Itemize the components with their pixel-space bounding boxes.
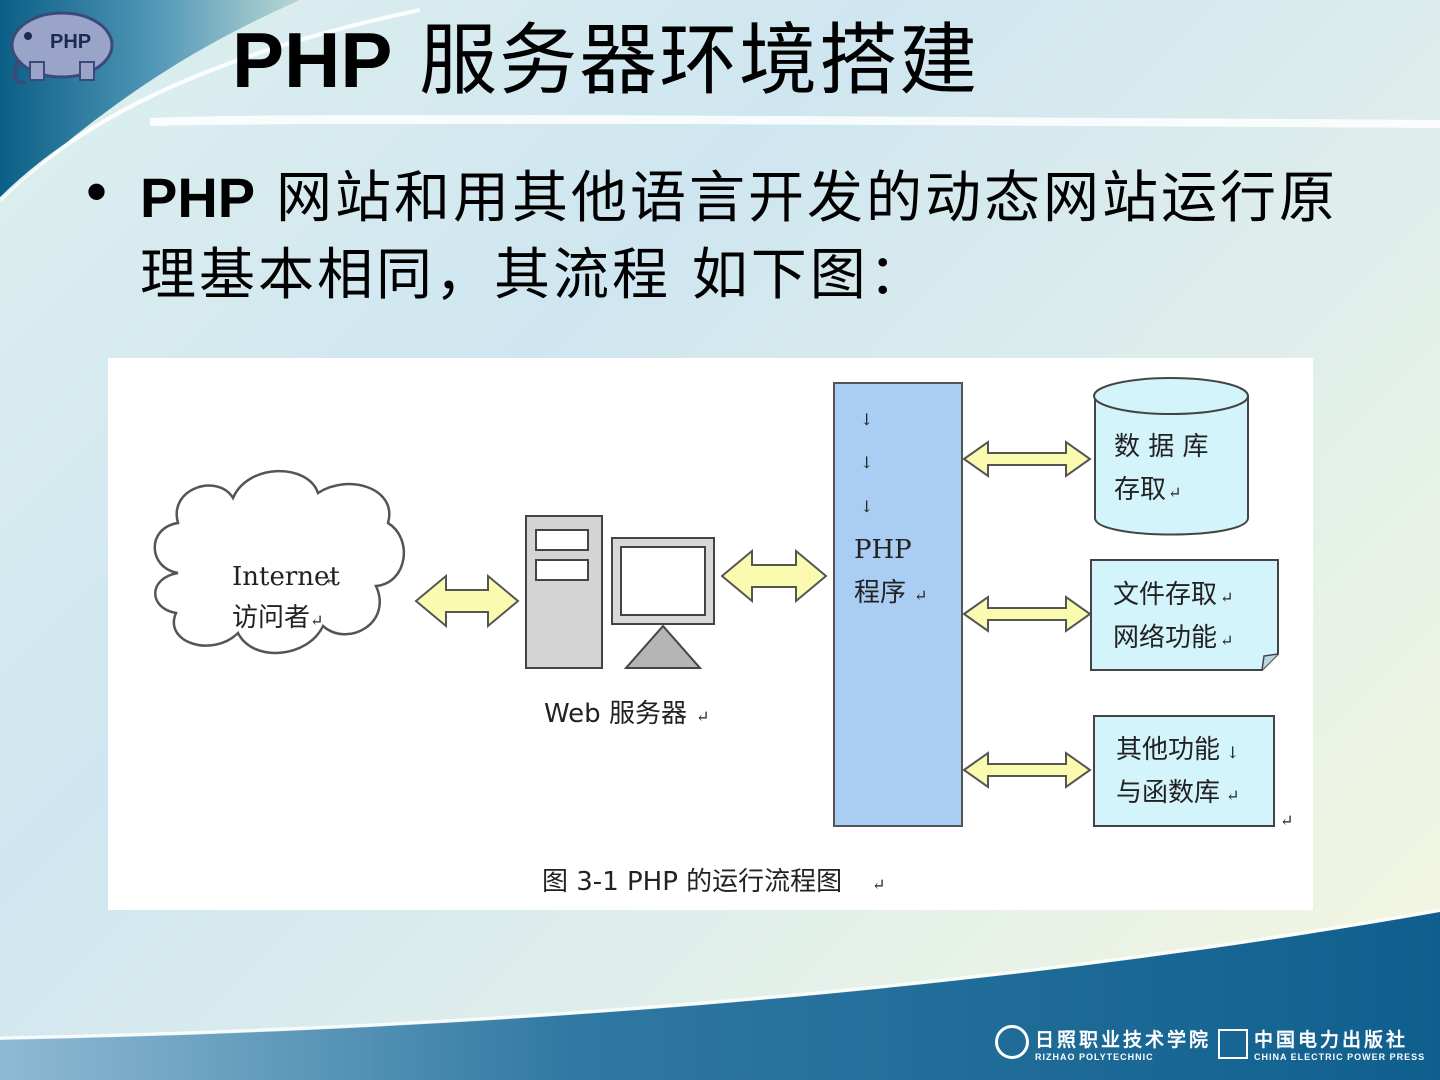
file-label-1: 文件存取	[1113, 580, 1217, 610]
flow-diagram-figure: Internet ↵ 访问者 ↵ Web 服务器 ↵	[108, 358, 1313, 910]
other-functions-box	[1093, 715, 1275, 827]
figure-caption: 图 3-1 PHP 的运行流程图	[542, 867, 842, 897]
logo-badge-text: PHP	[50, 31, 91, 53]
bottom-band	[0, 912, 1440, 1080]
slide-title: PHP 服务器环境搭建	[232, 16, 980, 106]
down-arrow-icon: ↓	[860, 453, 873, 472]
down-arrow-icon: ↓	[860, 410, 873, 429]
server-label: Web 服务器	[544, 699, 687, 729]
server-tower-icon	[525, 515, 603, 669]
return-mark: ↵	[324, 570, 337, 589]
other-label-1: 其他功能	[1116, 735, 1220, 765]
return-mark: ↵	[1226, 786, 1239, 805]
return-mark: ↵	[1168, 483, 1181, 502]
other-label-2: 与函数库	[1116, 778, 1220, 808]
title-underline-band	[150, 114, 1440, 128]
press-name: 中国电力出版社	[1254, 1029, 1409, 1051]
flow-diagram: Internet ↵ 访问者 ↵ Web 服务器 ↵	[153, 377, 1293, 897]
bullet-body: 网站和用其他语言开发的动态网站运行原理基本相同，其流程 如下图：	[140, 166, 1338, 308]
down-arrow-icon: ↓	[1226, 743, 1239, 762]
return-mark: ↵	[872, 875, 885, 894]
cloud-label-visitor: 访问者	[232, 603, 310, 633]
title-rest: 服务器环境搭建	[392, 16, 980, 106]
rizhao-name: 日照职业技术学院	[1035, 1029, 1212, 1051]
double-arrow-icon	[414, 573, 520, 629]
db-label-1: 数 据 库	[1114, 432, 1209, 462]
return-mark: ↵	[696, 707, 709, 726]
php-label: PHP	[854, 535, 912, 565]
down-arrow-icon: ↓	[860, 497, 873, 516]
double-arrow-icon	[962, 440, 1092, 478]
return-mark: ↵	[914, 586, 927, 605]
return-mark: ↵	[1220, 588, 1233, 607]
rizhao-logo: 日照职业技术学院 RIZHAO POLYTECHNIC	[995, 1024, 1212, 1062]
press-logo: 中国电力出版社 CHINA ELECTRIC POWER PRESS	[1218, 1025, 1425, 1062]
file-label-2: 网络功能	[1113, 623, 1217, 653]
file-network-box	[1090, 559, 1279, 671]
rizhao-emblem-icon	[995, 1024, 1029, 1059]
php-program-box	[833, 382, 963, 827]
bullet-text: PHP 网站和用其他语言开发的动态网站运行原理基本相同，其流程 如下图：	[140, 160, 1340, 314]
elephant-logo-icon: PHP	[10, 11, 114, 85]
cloud-label-internet: Internet	[232, 562, 340, 592]
double-arrow-icon	[962, 595, 1092, 633]
database-cylinder-icon	[1093, 377, 1249, 536]
bullet-dot-icon: •	[86, 158, 108, 225]
double-arrow-icon	[720, 548, 828, 604]
press-sub: CHINA ELECTRIC POWER PRESS	[1254, 1052, 1426, 1062]
rizhao-sub: RIZHAO POLYTECHNIC	[1035, 1052, 1154, 1062]
bullet-php: PHP	[140, 166, 256, 229]
press-emblem-icon	[1218, 1028, 1248, 1059]
double-arrow-icon	[962, 751, 1092, 789]
return-mark: ↵	[1280, 811, 1293, 830]
db-label-2: 存取	[1114, 475, 1166, 505]
monitor-icon	[611, 537, 715, 669]
return-mark: ↵	[310, 611, 323, 630]
cloud-icon	[153, 469, 406, 655]
return-mark: ↵	[1220, 631, 1233, 650]
php-program-label: 程序	[854, 578, 906, 608]
title-php: PHP	[232, 16, 393, 104]
